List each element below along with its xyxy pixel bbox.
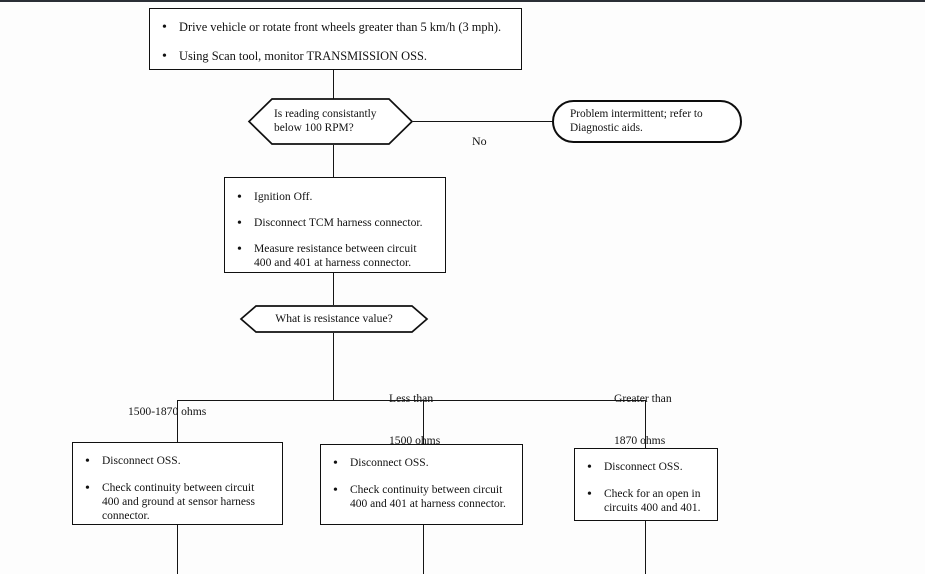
step-middle-bullet-list: Disconnect OSS. Check continuity between… (329, 455, 512, 511)
connector-decision1-no-to-terminator (413, 121, 553, 122)
connector-bus-to-step-left (177, 400, 178, 443)
hexagon-outline (239, 305, 429, 333)
decision1-label-line1: Is reading consistantly (274, 107, 377, 120)
list-item: Disconnect OSS. (329, 455, 512, 472)
connector-step-middle-continues (423, 525, 424, 574)
connector-step-left-continues (177, 525, 178, 574)
list-item: Disconnect OSS. (583, 459, 709, 476)
branch-bus (177, 400, 646, 401)
list-item: Measure resistance between circuit 400 a… (233, 241, 435, 270)
process-box-step2: Ignition Off. Disconnect TCM harness con… (224, 177, 446, 273)
connector-step1-to-decision1 (333, 70, 334, 99)
branch-right-line1: Greater than (614, 391, 672, 405)
step-right-bullet-list: Disconnect OSS. Check for an open in cir… (583, 459, 709, 515)
edge-label-branch-middle: Less than 1500 ohms (389, 364, 440, 475)
hexagon-outline (247, 98, 414, 145)
connector-step2-to-decision2 (333, 273, 334, 305)
terminator-problem-intermittent: Problem intermittent; refer to Diagnosti… (552, 100, 742, 143)
connector-bus-to-step-right (645, 400, 646, 448)
branch-right-line2: 1870 ohms (614, 433, 666, 447)
scan-top-edge-rule (0, 0, 925, 2)
process-box-step-left: Disconnect OSS. Check continuity between… (72, 442, 283, 525)
terminator1-line1: Problem intermittent; refer to (570, 107, 703, 120)
list-item: Disconnect OSS. (81, 453, 272, 470)
list-item: Using Scan tool, monitor TRANSMISSION OS… (158, 48, 509, 65)
process-box-step-right: Disconnect OSS. Check for an open in cir… (574, 448, 718, 521)
list-item: Disconnect TCM harness connector. (233, 215, 435, 232)
connector-decision2-to-branch-bus (333, 333, 334, 401)
process-box-step-middle: Disconnect OSS. Check continuity between… (320, 444, 523, 525)
decision-hexagon-resistance-value: What is resistance value? (239, 305, 429, 333)
list-item: Check for an open in circuits 400 and 40… (583, 486, 709, 515)
decision-hexagon-reading-below-100rpm: Is reading consistantly below 100 RPM? (247, 98, 414, 145)
connector-bus-to-step-middle (423, 400, 424, 444)
step2-bullet-list: Ignition Off. Disconnect TCM harness con… (233, 189, 435, 271)
decision1-label: Is reading consistantly below 100 RPM? (248, 98, 413, 145)
edge-label-branch-left: 1500-1870 ohms (128, 377, 206, 447)
list-item: Drive vehicle or rotate front wheels gre… (158, 19, 509, 36)
process-box-step1: Drive vehicle or rotate front wheels gre… (149, 8, 522, 70)
list-item: Check continuity between circuit 400 and… (329, 482, 512, 511)
decision2-label-line1: What is resistance value? (275, 312, 393, 326)
edge-label-branch-right: Greater than 1870 ohms (614, 364, 672, 475)
connector-decision1-yes-to-step2 (333, 145, 334, 177)
step-left-bullet-list: Disconnect OSS. Check continuity between… (81, 453, 272, 523)
connector-step-right-continues (645, 521, 646, 574)
branch-middle-line1: Less than (389, 391, 434, 405)
branch-left-text: 1500-1870 ohms (128, 404, 207, 418)
step1-bullet-list: Drive vehicle or rotate front wheels gre… (158, 19, 509, 65)
branch-middle-line2: 1500 ohms (389, 433, 441, 447)
terminator1-line2: Diagnostic aids. (570, 121, 643, 134)
list-item: Ignition Off. (233, 189, 435, 206)
decision2-label: What is resistance value? (240, 305, 428, 333)
edge-label-no-text: No (472, 133, 487, 148)
decision1-label-line2: below 100 RPM? (274, 121, 354, 134)
list-item: Check continuity between circuit 400 and… (81, 480, 272, 523)
edge-label-no: No (472, 105, 487, 177)
